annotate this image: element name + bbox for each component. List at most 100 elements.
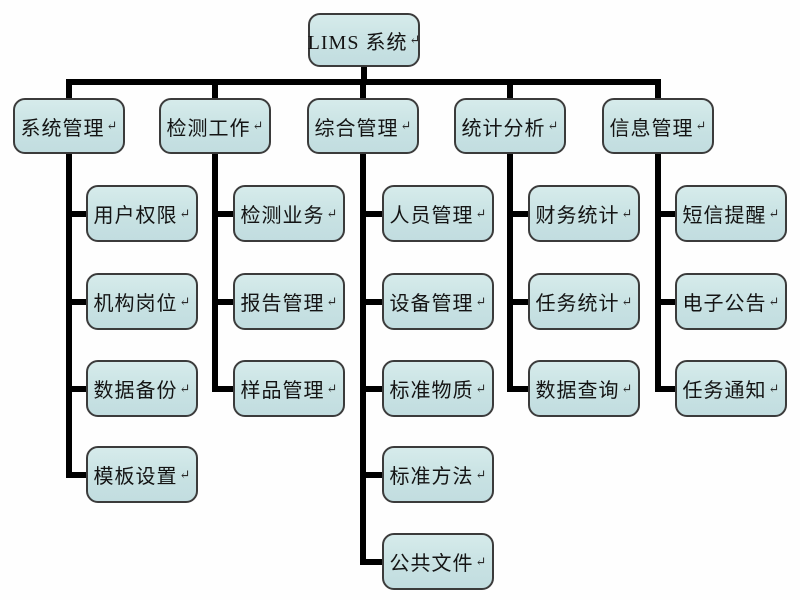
connector-trunk (212, 152, 218, 392)
node-label: 检测工作 (166, 117, 251, 140)
connector-stub (212, 211, 235, 217)
node-label: 数据备份 (93, 380, 178, 402)
connector-branch-drop (212, 83, 218, 99)
paragraph-mark-icon: ↵ (475, 553, 487, 569)
node-public-documents: 公共文件↵ (382, 533, 494, 590)
node-label: 财务统计 (535, 205, 620, 227)
node-label: 设备管理 (389, 293, 474, 315)
node-user-permissions: 用户权限↵ (86, 185, 198, 242)
node-comprehensive-management: 综合管理↵ (307, 98, 419, 154)
node-label: 标准方法 (389, 466, 474, 488)
node-sms-reminder: 短信提醒↵ (675, 185, 787, 242)
paragraph-mark-icon: ↵ (768, 205, 780, 221)
paragraph-mark-icon: ↵ (409, 32, 421, 47)
connector-top-bar (66, 79, 661, 85)
connector-stub (655, 386, 677, 392)
node-task-statistics: 任务统计↵ (528, 273, 640, 330)
node-label: 模板设置 (93, 466, 178, 488)
node-template-settings: 模板设置↵ (86, 446, 198, 503)
connector-root-drop (361, 66, 367, 81)
node-label: LIMS 系统 (307, 31, 408, 54)
connector-branch-drop (655, 83, 661, 99)
connector-stub (66, 472, 88, 478)
node-label: 信息管理 (609, 117, 694, 140)
node-label: 数据查询 (535, 380, 620, 402)
paragraph-mark-icon: ↵ (621, 293, 633, 309)
node-information-management: 信息管理↵ (602, 98, 714, 154)
paragraph-mark-icon: ↵ (621, 380, 633, 396)
paragraph-mark-icon: ↵ (475, 293, 487, 309)
node-standard-methods: 标准方法↵ (382, 446, 494, 503)
node-system-management: 系统管理↵ (13, 98, 125, 154)
connector-stub (507, 299, 530, 305)
node-personnel-management: 人员管理↵ (382, 185, 494, 242)
node-label: 机构岗位 (93, 293, 178, 315)
paragraph-mark-icon: ↵ (475, 205, 487, 221)
node-label: 人员管理 (389, 205, 474, 227)
paragraph-mark-icon: ↵ (179, 380, 191, 396)
connector-stub (66, 211, 88, 217)
connector-stub (507, 386, 530, 392)
node-lims-root: LIMS 系统↵ (308, 13, 420, 67)
connector-stub (655, 211, 677, 217)
paragraph-mark-icon: ↵ (475, 466, 487, 482)
connector-stub (66, 386, 88, 392)
connector-stub (360, 472, 384, 478)
node-label: 电子公告 (682, 293, 767, 315)
node-finance-statistics: 财务统计↵ (528, 185, 640, 242)
paragraph-mark-icon: ↵ (326, 205, 338, 221)
paragraph-mark-icon: ↵ (179, 466, 191, 482)
node-sample-management: 样品管理↵ (233, 360, 345, 417)
connector-branch-drop (66, 83, 72, 99)
paragraph-mark-icon: ↵ (475, 380, 487, 396)
node-label: 任务统计 (535, 293, 620, 315)
connector-stub (360, 299, 384, 305)
paragraph-mark-icon: ↵ (621, 205, 633, 221)
connector-trunk (507, 152, 513, 392)
connector-trunk (66, 152, 72, 478)
paragraph-mark-icon: ↵ (179, 293, 191, 309)
node-label: 标准物质 (389, 380, 474, 402)
node-reference-materials: 标准物质↵ (382, 360, 494, 417)
node-org-positions: 机构岗位↵ (86, 273, 198, 330)
paragraph-mark-icon: ↵ (252, 118, 264, 133)
connector-branch-drop (507, 83, 513, 99)
connector-stub (360, 559, 384, 565)
connector-stub (360, 211, 384, 217)
paragraph-mark-icon: ↵ (400, 118, 412, 133)
connector-trunk (360, 152, 366, 565)
connector-stub (212, 299, 235, 305)
node-label: 检测业务 (240, 205, 325, 227)
connector-stub (66, 299, 88, 305)
connector-stub (212, 386, 235, 392)
node-testing-business: 检测业务↵ (233, 185, 345, 242)
node-label: 系统管理 (20, 117, 105, 140)
connector-stub (655, 299, 677, 305)
node-label: 样品管理 (240, 380, 325, 402)
paragraph-mark-icon: ↵ (326, 380, 338, 396)
node-task-notification: 任务通知↵ (675, 360, 787, 417)
paragraph-mark-icon: ↵ (768, 380, 780, 396)
node-label: 用户权限 (93, 205, 178, 227)
paragraph-mark-icon: ↵ (326, 293, 338, 309)
paragraph-mark-icon: ↵ (695, 118, 707, 133)
paragraph-mark-icon: ↵ (768, 293, 780, 309)
node-statistics-analysis: 统计分析↵ (454, 98, 566, 154)
paragraph-mark-icon: ↵ (179, 205, 191, 221)
node-testing-work: 检测工作↵ (159, 98, 271, 154)
node-e-bulletin: 电子公告↵ (675, 273, 787, 330)
connector-branch-drop (360, 83, 366, 99)
node-equipment-management: 设备管理↵ (382, 273, 494, 330)
node-data-query: 数据查询↵ (528, 360, 640, 417)
node-label: 任务通知 (682, 380, 767, 402)
connector-stub (507, 211, 530, 217)
node-label: 公共文件 (389, 553, 474, 575)
connector-trunk (655, 152, 661, 392)
paragraph-mark-icon: ↵ (106, 118, 118, 133)
node-data-backup: 数据备份↵ (86, 360, 198, 417)
node-report-management: 报告管理↵ (233, 273, 345, 330)
node-label: 统计分析 (461, 117, 546, 140)
paragraph-mark-icon: ↵ (547, 118, 559, 133)
connector-stub (360, 386, 384, 392)
